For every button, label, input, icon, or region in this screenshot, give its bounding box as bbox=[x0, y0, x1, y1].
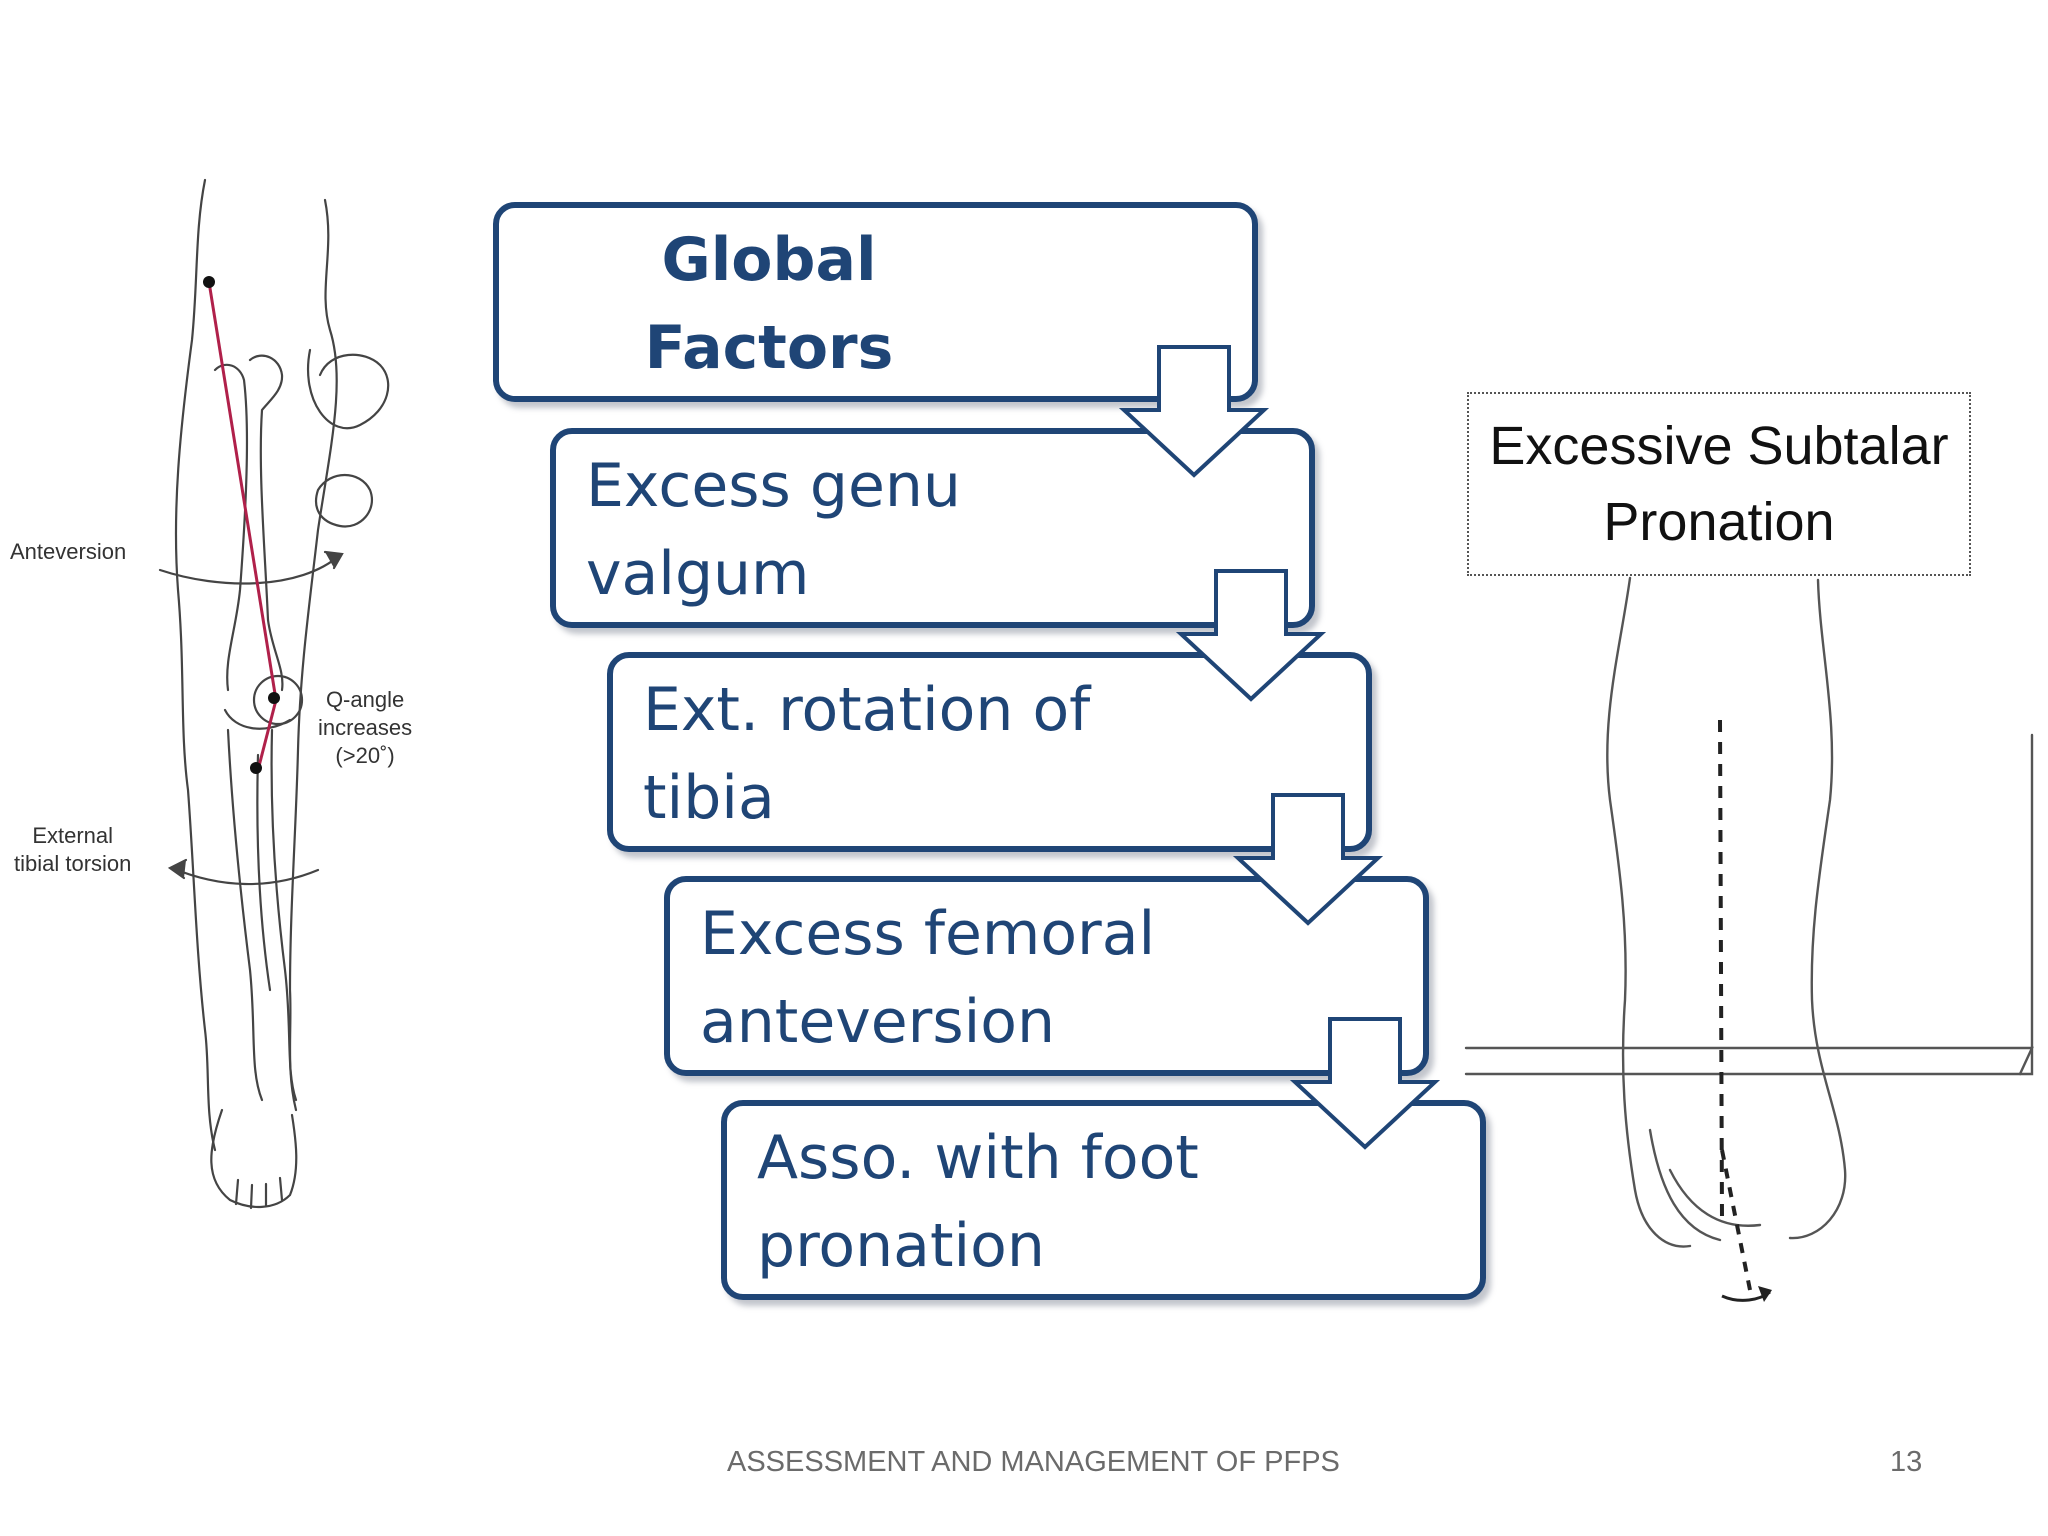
foot-pronation-illustration bbox=[1464, 576, 2034, 1302]
flow-step-label: Excess femoral anteversion bbox=[700, 899, 1156, 1057]
flow-step-label: Asso. with foot pronation bbox=[757, 1123, 1199, 1281]
external-tibial-torsion-label: External tibial torsion bbox=[14, 823, 132, 876]
flow-step-label: Global Factors bbox=[644, 225, 894, 383]
subtalar-pronation-callout: Excessive Subtalar Pronation bbox=[1467, 392, 1971, 576]
flow-step-global-factors: Global Factors bbox=[493, 202, 1258, 402]
down-arrow-icon bbox=[1232, 793, 1384, 926]
q-angle-line bbox=[207, 281, 278, 771]
flow-step-label: Ext. rotation of tibia bbox=[643, 675, 1091, 833]
down-arrow-icon bbox=[1289, 1017, 1441, 1150]
footer-title: ASSESSMENT AND MANAGEMENT OF PFPS bbox=[727, 1446, 1340, 1478]
down-arrow-icon bbox=[1118, 345, 1270, 478]
flow-step-label: Excess genu valgum bbox=[586, 451, 961, 609]
q-angle-label: Q-angle increases (>20˚) bbox=[318, 687, 413, 768]
page-number: 13 bbox=[1890, 1446, 1923, 1478]
leg-alignment-illustration bbox=[158, 178, 390, 1210]
down-arrow-icon bbox=[1175, 569, 1327, 702]
anteversion-label: Anteversion bbox=[10, 539, 127, 564]
